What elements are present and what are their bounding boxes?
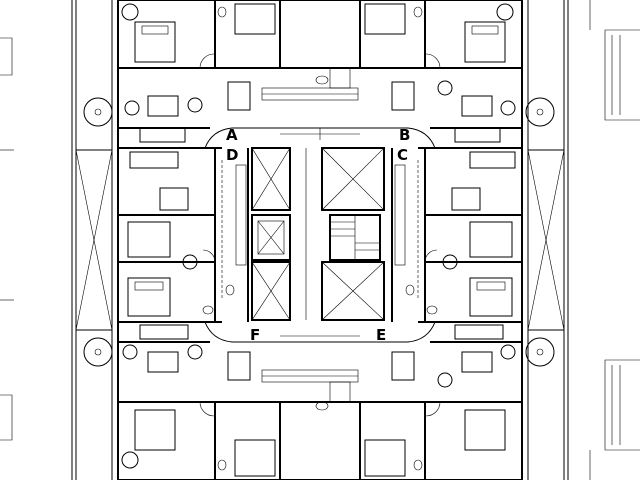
kitchen-counters bbox=[221, 87, 419, 383]
unit-label-b: B bbox=[399, 126, 410, 144]
corridor-curves bbox=[204, 127, 436, 343]
unit-label-a: A bbox=[226, 126, 238, 144]
sofas bbox=[129, 95, 516, 373]
beds bbox=[127, 3, 513, 477]
unit-label-f: F bbox=[250, 326, 260, 344]
unit-label-c: C bbox=[397, 146, 408, 164]
main-walls bbox=[117, 0, 523, 480]
dining-tables bbox=[159, 81, 481, 381]
armchairs bbox=[121, 3, 516, 469]
door-swings bbox=[199, 53, 441, 417]
bathroom-fixtures bbox=[202, 6, 438, 471]
unit-label-d: D bbox=[226, 146, 238, 164]
spiral-stairs bbox=[83, 97, 555, 367]
elevator-core bbox=[251, 147, 385, 321]
unit-label-e: E bbox=[376, 326, 386, 344]
balcony-braces bbox=[75, 149, 565, 331]
unit-labels: A B C D E F bbox=[226, 126, 410, 344]
